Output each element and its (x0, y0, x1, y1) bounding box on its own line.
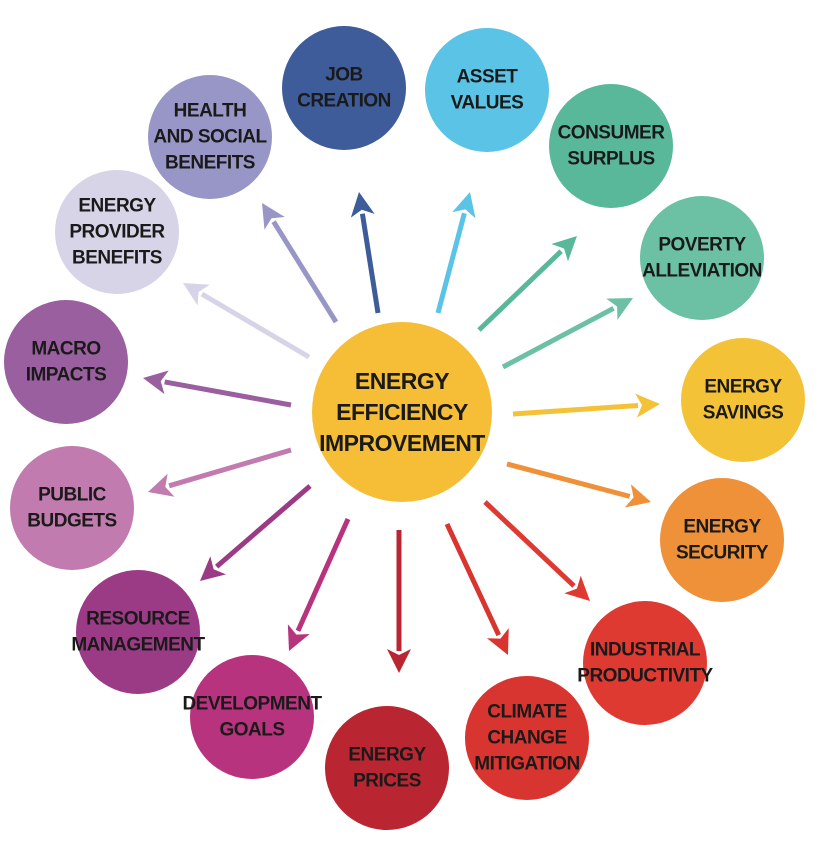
climate-change-mitigation-circle (465, 676, 589, 800)
node-energy-savings: ENERGY SAVINGS (681, 338, 805, 462)
node-macro-impacts: MACRO IMPACTS (4, 300, 128, 424)
climate-change-mitigation-label-line: CHANGE (487, 728, 566, 749)
center-circle (312, 322, 492, 502)
asset-values-circle (425, 28, 549, 152)
health-and-social-benefits-label-line: BENEFITS (165, 153, 255, 174)
health-and-social-benefits-label-line: AND SOCIAL (153, 127, 267, 148)
poverty-alleviation-circle (640, 196, 764, 320)
node-development-goals: DEVELOPMENT GOALS (182, 655, 323, 779)
node-job-creation: JOB CREATION (282, 26, 406, 150)
node-public-budgets: PUBLIC BUDGETS (10, 446, 134, 570)
energy-provider-benefits-label-line: PROVIDER (69, 222, 165, 243)
development-goals-label-line: GOALS (219, 720, 284, 741)
center-label-line: ENERGY (355, 368, 449, 394)
center-label-line: IMPROVEMENT (319, 430, 485, 456)
industrial-productivity-label-line: INDUSTRIAL (590, 640, 701, 661)
macro-impacts-label-line: MACRO (31, 339, 100, 360)
energy-savings-label-line: SAVINGS (703, 403, 784, 424)
energy-savings-circle (681, 338, 805, 462)
node-poverty-alleviation: POVERTY ALLEVIATION (640, 196, 764, 320)
node-energy-prices: ENERGY PRICES (325, 706, 449, 830)
development-goals-circle (190, 655, 314, 779)
macro-impacts-circle (4, 300, 128, 424)
node-industrial-productivity: INDUSTRIAL PRODUCTIVITY (577, 601, 714, 725)
center-layer: ENERGY EFFICIENCY IMPROVEMENT (312, 322, 492, 502)
energy-savings-arrow (512, 393, 660, 418)
center-node: ENERGY EFFICIENCY IMPROVEMENT (312, 322, 492, 502)
health-and-social-benefits-label-line: HEALTH (174, 101, 247, 122)
macro-impacts-label-line: IMPACTS (26, 365, 107, 386)
macro-impacts-arrow (143, 370, 292, 408)
development-goals-label-line: DEVELOPMENT (182, 694, 322, 715)
energy-provider-benefits-label-line: ENERGY (78, 196, 156, 217)
public-budgets-label-line: BUDGETS (27, 511, 116, 532)
energy-prices-arrow (387, 530, 411, 673)
public-budgets-arrow (148, 447, 292, 497)
node-resource-management: RESOURCE MANAGEMENT (71, 570, 206, 694)
job-creation-label-line: CREATION (297, 91, 391, 112)
energy-prices-label-line: PRICES (353, 771, 421, 792)
energy-savings-label-line: ENERGY (704, 377, 782, 398)
energy-provider-benefits-label-line: BENEFITS (72, 248, 162, 269)
resource-management-arrow (200, 484, 312, 581)
node-health-and-social-benefits: HEALTH AND SOCIAL BENEFITS (148, 75, 272, 199)
energy-prices-circle (325, 706, 449, 830)
resource-management-circle (76, 570, 200, 694)
job-creation-arrow (350, 192, 381, 314)
asset-values-label-line: VALUES (451, 93, 524, 114)
node-asset-values: ASSET VALUES (425, 28, 549, 152)
energy-security-circle (660, 478, 784, 602)
asset-values-arrow (435, 192, 476, 314)
node-consumer-surplus: CONSUMER SURPLUS (549, 84, 673, 208)
health-and-social-benefits-arrow (262, 203, 339, 324)
consumer-surplus-label-line: SURPLUS (567, 149, 654, 170)
job-creation-label-line: JOB (325, 65, 363, 86)
node-energy-security: ENERGY SECURITY (660, 478, 784, 602)
energy-provider-benefits-circle (55, 170, 179, 294)
poverty-alleviation-arrow (501, 298, 633, 370)
consumer-surplus-arrow (477, 236, 577, 332)
center-label-line: EFFICIENCY (336, 399, 468, 425)
energy-provider-benefits-arrow (183, 283, 311, 360)
energy-security-arrow (506, 461, 651, 508)
resource-management-label-line: MANAGEMENT (71, 635, 205, 656)
industrial-productivity-arrow (483, 500, 590, 601)
energy-security-label-line: SECURITY (676, 543, 769, 564)
climate-change-mitigation-arrow (444, 522, 509, 655)
industrial-productivity-label-line: PRODUCTIVITY (577, 666, 713, 687)
resource-management-label-line: RESOURCE (86, 609, 190, 630)
arrows-layer (143, 192, 660, 673)
job-creation-circle (282, 26, 406, 150)
industrial-productivity-circle (583, 601, 707, 725)
energy-prices-label-line: ENERGY (348, 745, 426, 766)
consumer-surplus-label-line: CONSUMER (558, 123, 666, 144)
development-goals-arrow (287, 517, 351, 651)
energy-security-label-line: ENERGY (683, 517, 761, 538)
nodes-layer: JOB CREATION ASSET VALUES CONSUMER SURPLUS POV… (4, 26, 805, 830)
poverty-alleviation-label-line: ALLEVIATION (642, 261, 762, 282)
poverty-alleviation-label-line: POVERTY (658, 235, 746, 256)
node-energy-provider-benefits: ENERGY PROVIDER BENEFITS (55, 170, 179, 294)
asset-values-label-line: ASSET (457, 67, 519, 88)
consumer-surplus-circle (549, 84, 673, 208)
public-budgets-circle (10, 446, 134, 570)
public-budgets-label-line: PUBLIC (38, 485, 107, 506)
health-and-social-benefits-circle (148, 75, 272, 199)
climate-change-mitigation-label-line: CLIMATE (487, 702, 567, 723)
climate-change-mitigation-label-line: MITIGATION (474, 754, 579, 775)
node-climate-change-mitigation: CLIMATE CHANGE MITIGATION (465, 676, 589, 800)
